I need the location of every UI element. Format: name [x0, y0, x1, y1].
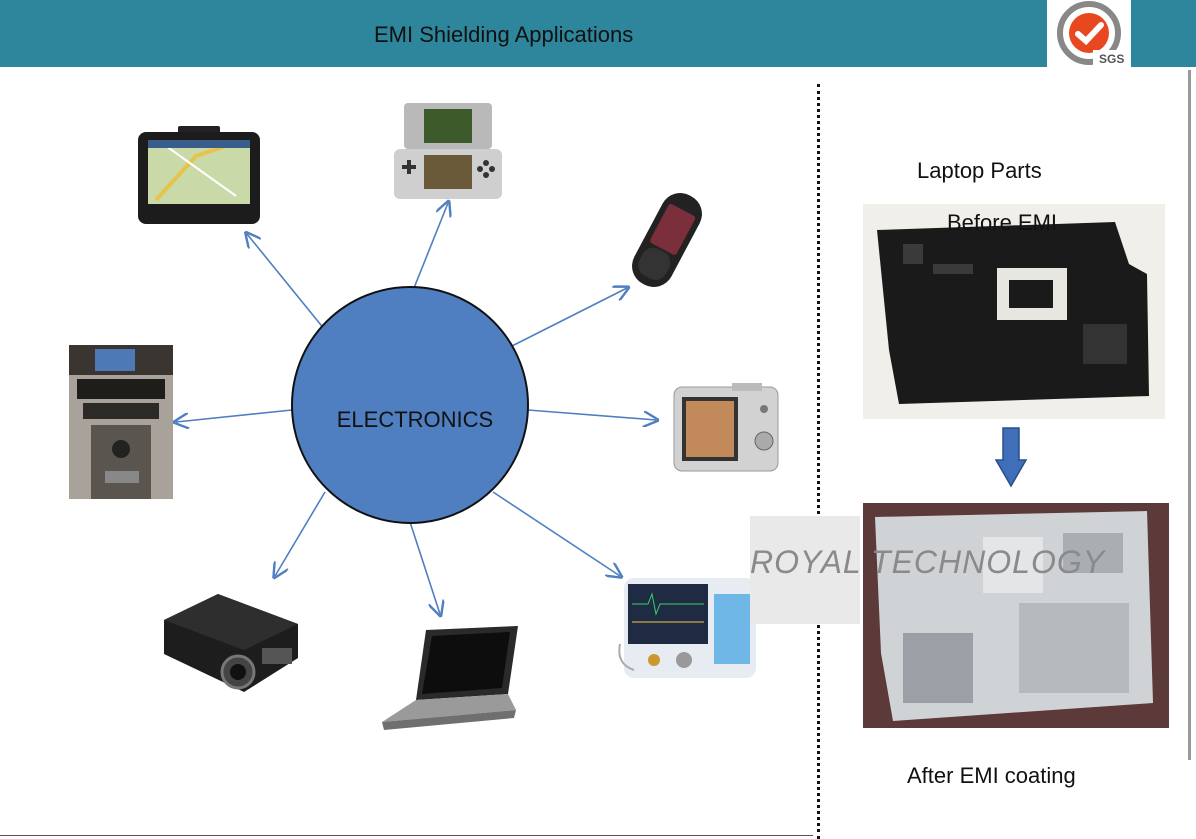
after-emi-label: After EMI coating	[907, 763, 1076, 788]
right-edge-line	[1188, 70, 1191, 760]
down-arrow-icon	[994, 427, 1028, 488]
electronics-label: ELECTRONICS	[337, 407, 493, 432]
section-divider	[817, 84, 820, 839]
watermark-box	[750, 516, 860, 624]
car-dashboard-image	[69, 345, 173, 499]
electronics-circle	[291, 286, 529, 524]
arrow-dashboard	[176, 409, 293, 422]
page-title: EMI Shielding Applications	[374, 22, 634, 47]
arrow-phone	[509, 288, 627, 348]
laptop-image	[382, 626, 518, 730]
gps-navigator-image	[138, 126, 260, 224]
after-emi-image	[863, 503, 1169, 728]
arrow-projector	[275, 491, 326, 576]
before-emi-image	[863, 204, 1165, 419]
header-bar	[0, 0, 1196, 67]
bottom-line	[0, 835, 813, 836]
arrow-camera	[527, 409, 656, 420]
sgs-logo: SGS	[1047, 0, 1131, 67]
arrow-laptop	[409, 521, 440, 614]
arrow-monitor	[492, 491, 620, 576]
projector-image	[164, 594, 298, 692]
laptop-parts-title: Laptop Parts	[917, 158, 1042, 183]
arrow-gps	[247, 234, 326, 331]
digital-camera-image	[673, 383, 779, 472]
logo-text: SGS	[1099, 52, 1124, 66]
arrow-console	[409, 203, 448, 299]
sgs-logo-icon: SGS	[1057, 1, 1127, 66]
before-emi-label: Before EMI	[947, 210, 1058, 235]
medical-monitor-image	[618, 578, 756, 678]
watermark-text: ROYAL TECHNOLOGY	[750, 544, 1106, 580]
game-console-image	[394, 103, 502, 199]
mobile-phone-image	[632, 193, 702, 287]
